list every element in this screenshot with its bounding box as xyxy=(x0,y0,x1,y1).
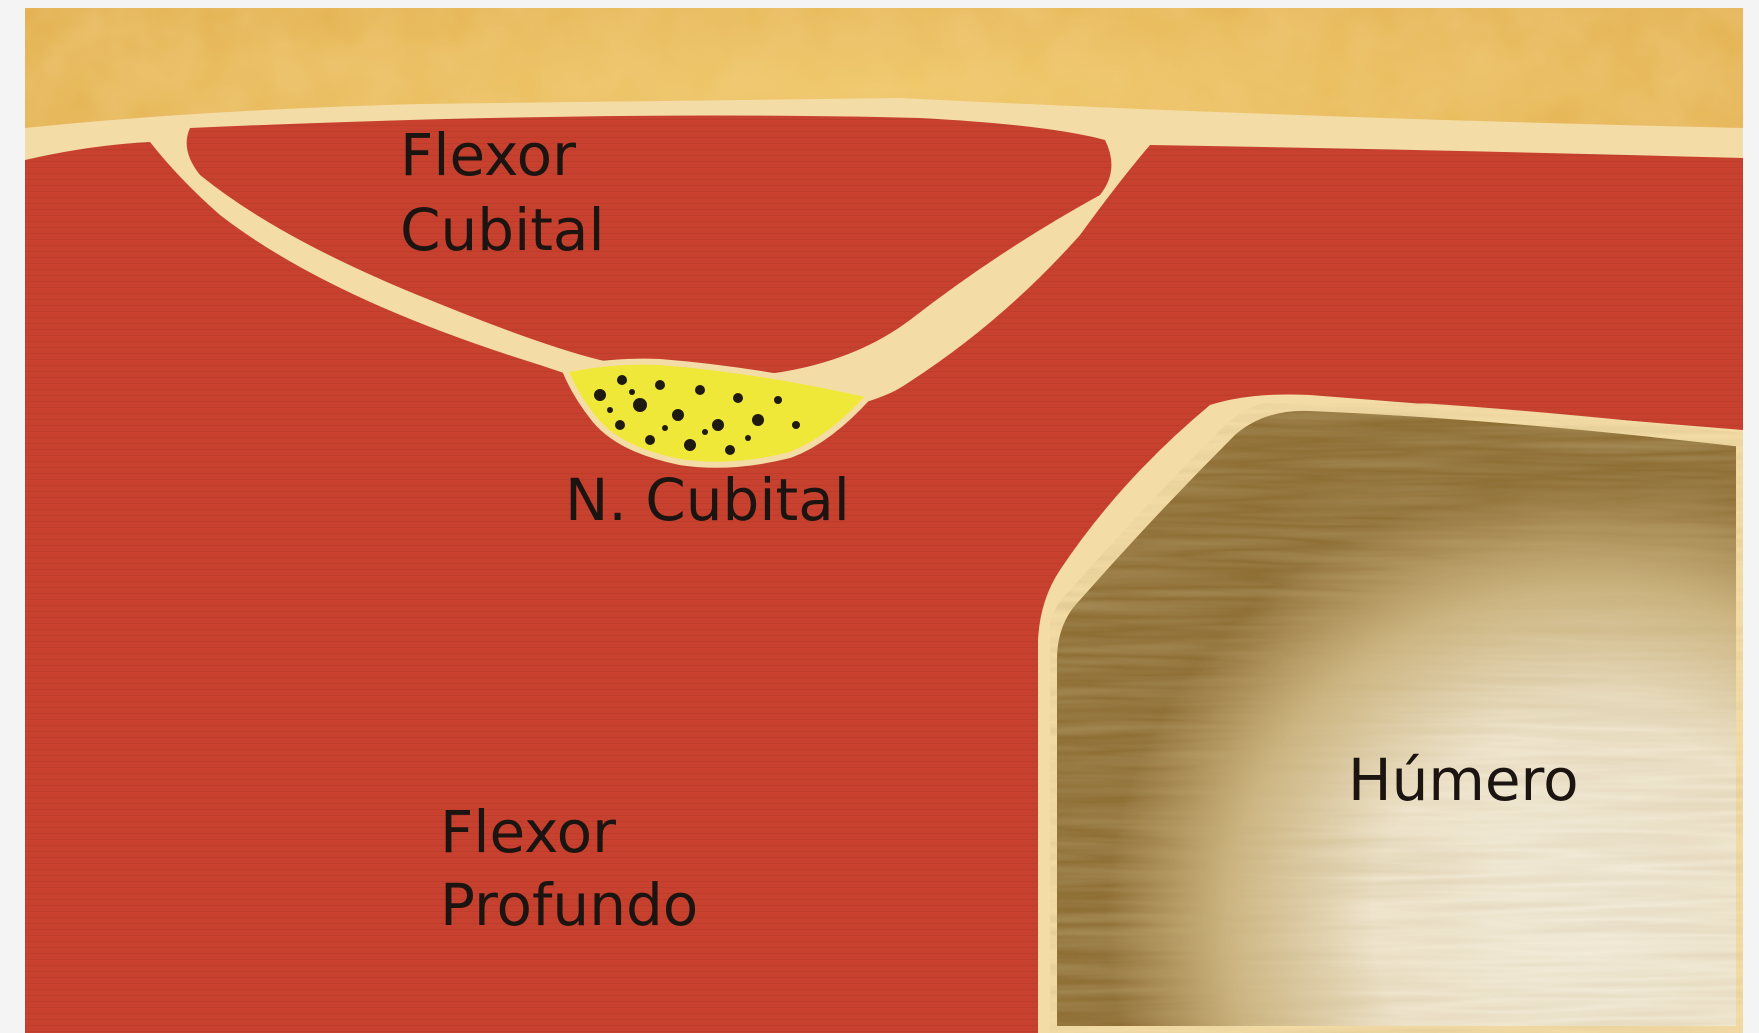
label-humero: Húmero xyxy=(1348,746,1579,814)
humerus-bone xyxy=(1050,404,1743,1033)
label-flexor-cubital-line1: Flexor xyxy=(400,121,576,189)
label-flexor-cubital-line2: Cubital xyxy=(400,196,605,264)
label-flexor-profundo-line1: Flexor xyxy=(440,798,616,866)
label-n-cubital: N. Cubital xyxy=(565,466,850,534)
label-flexor-profundo-line2: Profundo xyxy=(440,871,698,939)
